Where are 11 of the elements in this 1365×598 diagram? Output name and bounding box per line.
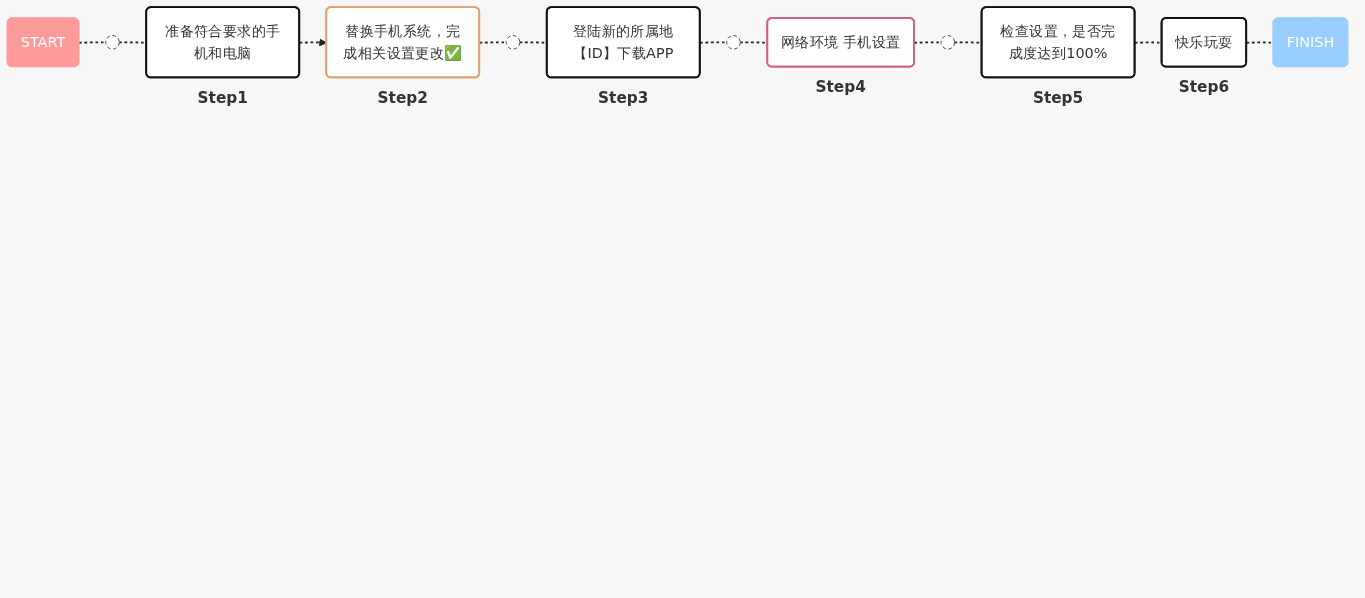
step-label: Step2 xyxy=(377,88,428,107)
node-circle xyxy=(940,35,956,50)
step-label: Step3 xyxy=(598,88,649,107)
step-label: Step4 xyxy=(815,77,866,96)
connector xyxy=(699,41,728,44)
node-circle xyxy=(505,35,521,50)
step-label: Step1 xyxy=(197,88,248,107)
step-label: Step5 xyxy=(1032,88,1084,107)
node-circle xyxy=(726,35,741,50)
node-circle xyxy=(105,35,120,50)
step-label: Step6 xyxy=(1178,77,1230,96)
